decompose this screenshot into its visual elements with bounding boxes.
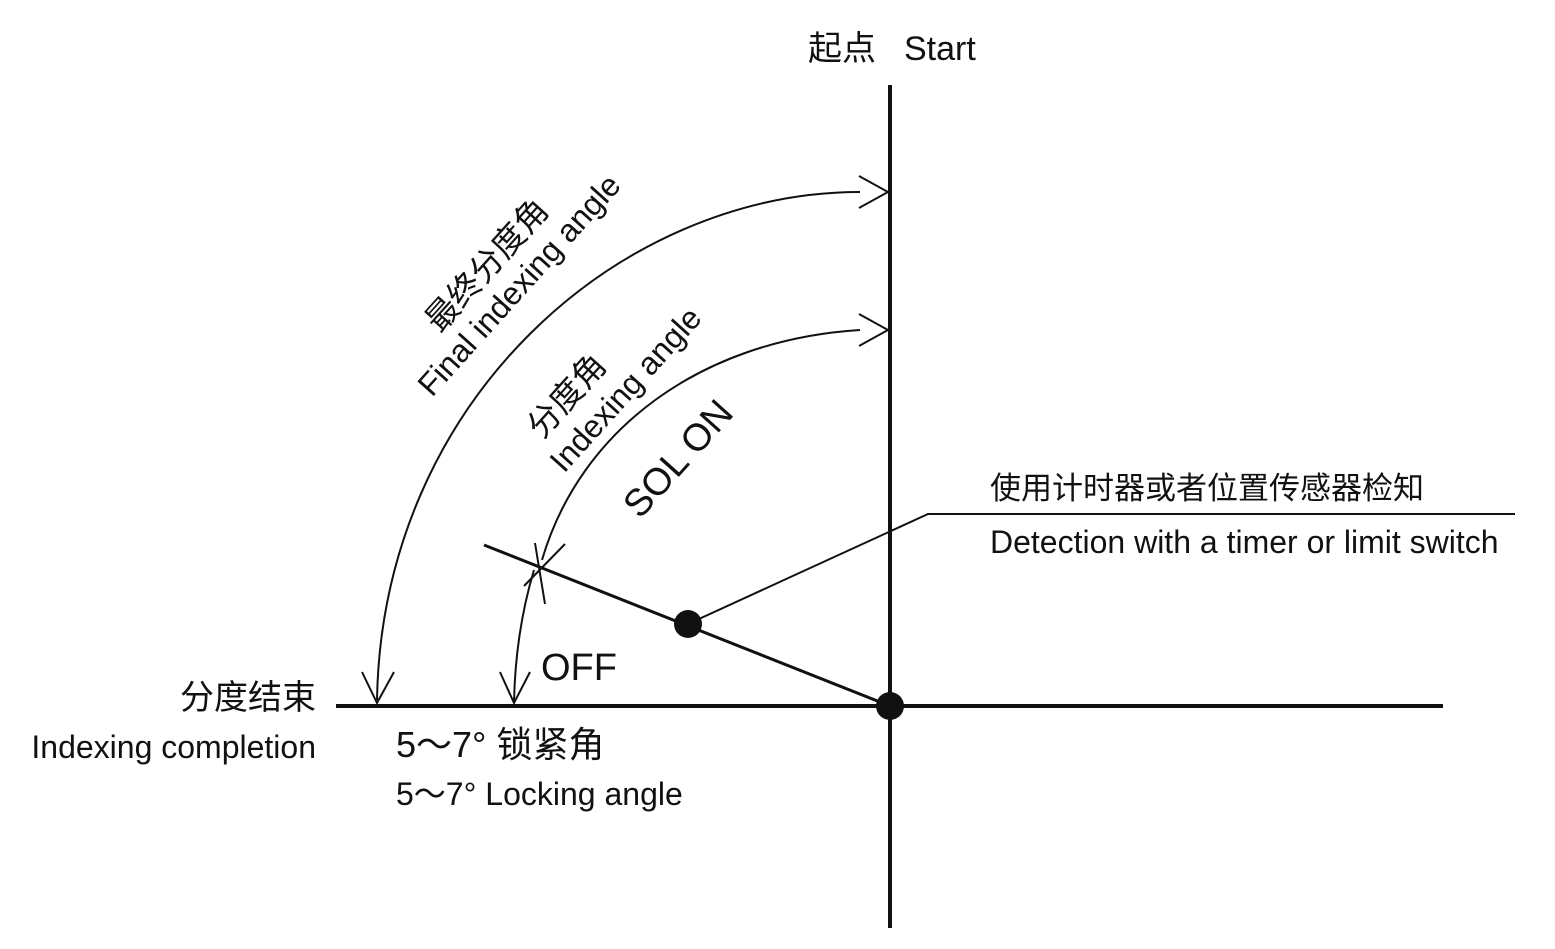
final-arc-arrowhead-top bbox=[858, 175, 891, 209]
locking-angle-label-cn: 5～7° 锁紧角 bbox=[396, 724, 604, 765]
sol-off-tick-b bbox=[534, 542, 546, 605]
final-arc-arrowhead-bottom bbox=[361, 671, 395, 706]
indexing-arc bbox=[541, 329, 861, 561]
locking-angle-label-en: 5～7° Locking angle bbox=[396, 776, 683, 812]
origin-dot bbox=[876, 692, 904, 720]
locking-arc-arrowhead bbox=[499, 671, 531, 706]
detection-label-en: Detection with a timer or limit switch bbox=[990, 524, 1499, 560]
off-label: OFF bbox=[541, 647, 617, 689]
indexing-arc-arrowhead-top bbox=[858, 313, 891, 347]
sol-on-label: SOL ON bbox=[615, 392, 741, 526]
completion-label-en: Indexing completion bbox=[31, 729, 316, 765]
detection-label-cn: 使用计时器或者位置传感器检知 bbox=[990, 471, 1424, 506]
final-indexing-arc bbox=[376, 191, 861, 701]
start-label-en: Start bbox=[904, 30, 976, 68]
start-label-cn: 起点 bbox=[808, 30, 876, 68]
detection-leader bbox=[687, 513, 1515, 625]
completion-label-cn: 分度结束 bbox=[180, 679, 316, 717]
locking-arc bbox=[513, 569, 535, 703]
